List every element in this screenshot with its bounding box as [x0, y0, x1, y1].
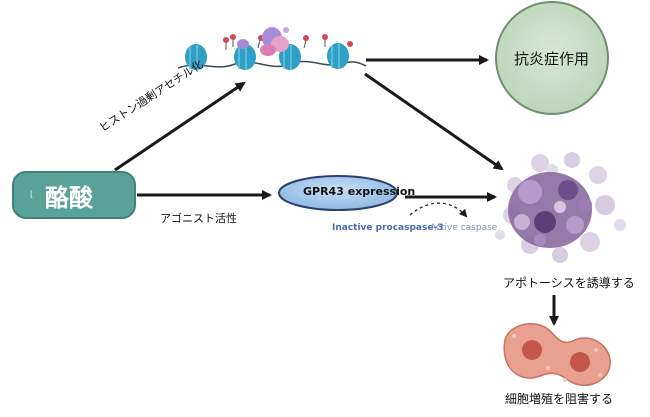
apoptotic-cell-illustration — [495, 152, 626, 263]
arrow-chromatin-to-apoptosis — [364, 72, 504, 171]
arrows — [114, 55, 559, 326]
anti-inflammatory-circle — [495, 1, 609, 115]
gpr43-ellipse — [278, 175, 398, 211]
nucleosome-4 — [327, 43, 349, 69]
anti-inflammatory-label: 抗炎症作用 — [514, 50, 590, 68]
butyrate-box — [12, 171, 136, 219]
gpr43-label: GPR43 expression — [303, 185, 416, 198]
active-caspase-label: Active caspase — [430, 223, 498, 233]
nucleosome-2 — [234, 44, 256, 70]
remodeling-complex — [260, 27, 289, 56]
chromatin-illustration — [177, 27, 367, 70]
butyrate-marker: ⌊ — [30, 190, 34, 200]
arrow-butyrate-to-histone — [114, 81, 246, 172]
agonist-activity-label: アゴニスト活性 — [160, 212, 237, 225]
apoptosis-label: アポトーシスを誘導する — [503, 276, 635, 290]
inactive-procaspase-label: Inactive procaspase-3 — [332, 223, 444, 233]
nucleosome-1 — [185, 44, 207, 70]
proliferation-label: 細胞増殖を阻害する — [505, 392, 614, 406]
dividing-cell-illustration — [503, 323, 611, 386]
histone-protein-small — [237, 39, 249, 49]
butyrate-label: 酪酸 — [45, 183, 93, 212]
arrow-caspase-activation — [409, 202, 468, 218]
